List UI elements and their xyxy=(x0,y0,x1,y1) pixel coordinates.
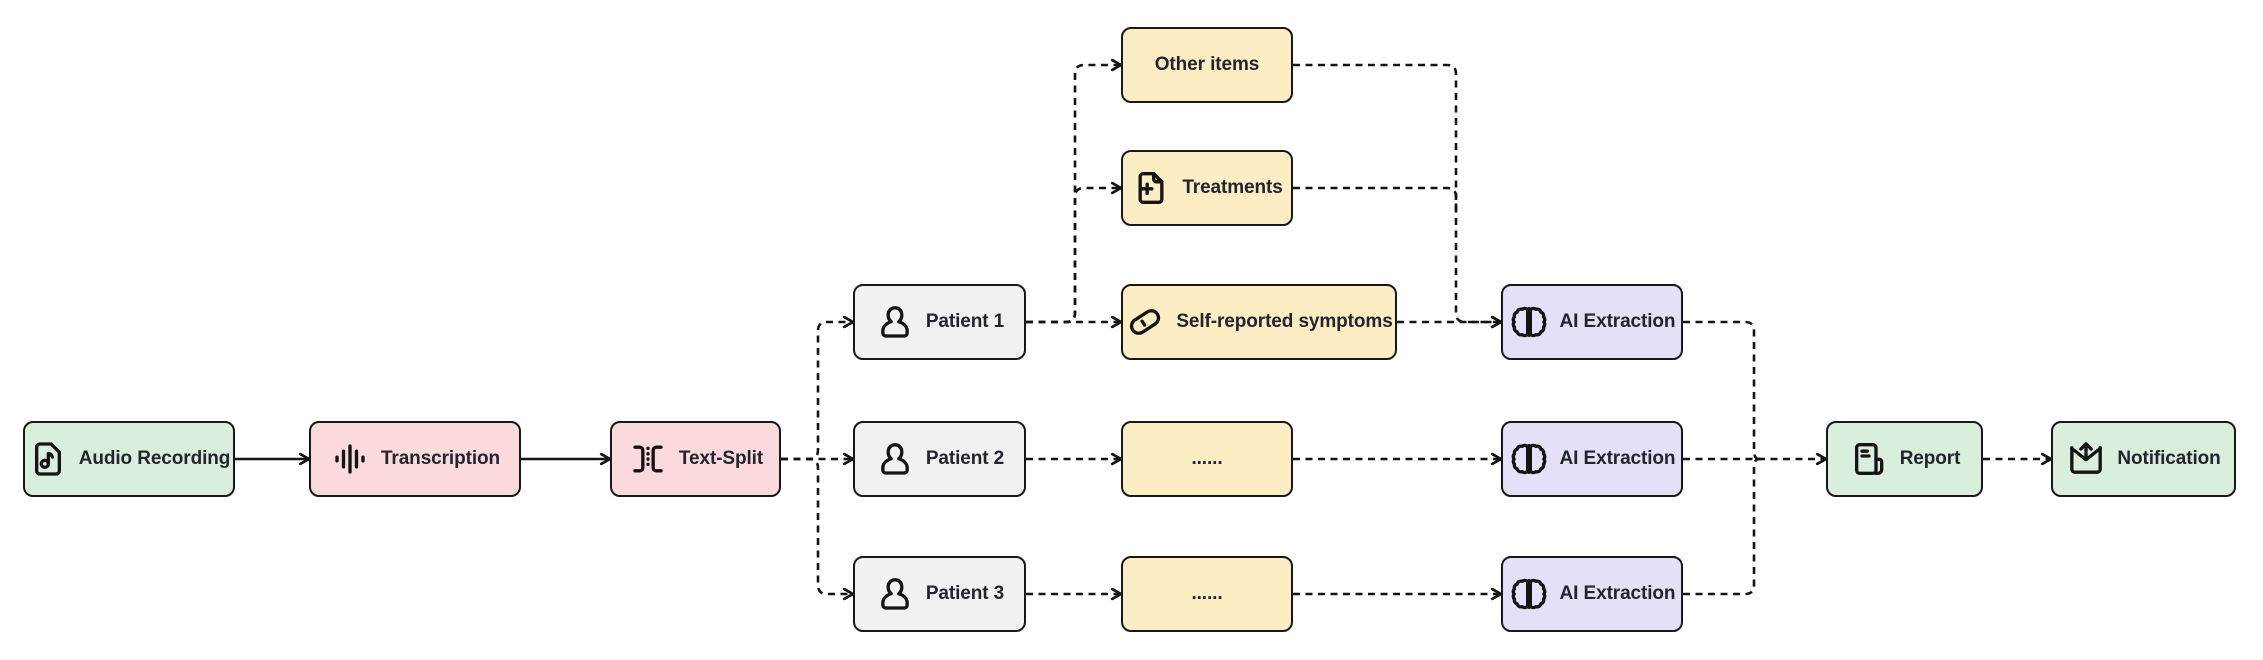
pill-icon xyxy=(1125,302,1165,342)
node-ai-extraction-1: AI Extraction xyxy=(1501,284,1683,360)
node-label: Report xyxy=(1899,448,1961,469)
report-icon xyxy=(1849,439,1889,479)
edges-group xyxy=(235,58,2053,601)
node-audio-recording: Audio Recording xyxy=(23,421,235,497)
node-text-split: Text-Split xyxy=(610,421,781,497)
node-label: Other items xyxy=(1154,54,1260,75)
waveform-icon xyxy=(330,439,370,479)
file-plus-icon xyxy=(1131,168,1171,208)
edge-patient-1-to-treatments xyxy=(1026,181,1123,324)
node-label: Patient 1 xyxy=(925,311,1005,332)
node-label: AI Extraction xyxy=(1559,448,1676,469)
node-notification: Notification xyxy=(2051,421,2236,497)
edge-patient-1-to-other-items xyxy=(1026,58,1123,324)
node-self-reported-symptoms: Self-reported symptoms xyxy=(1121,284,1397,360)
node-patient-3: Patient 3 xyxy=(853,556,1026,632)
node-label: Audio Recording xyxy=(78,448,231,469)
node-label: ...... xyxy=(1191,583,1223,604)
node-transcription: Transcription xyxy=(309,421,521,497)
node-patient-2: Patient 2 xyxy=(853,421,1026,497)
edge-ai-extraction-3-to-report xyxy=(1683,457,1764,596)
node-label: Text-Split xyxy=(678,448,764,469)
person-icon xyxy=(875,574,915,614)
node-label: AI Extraction xyxy=(1559,311,1676,332)
node-label: Treatments xyxy=(1182,177,1283,198)
edge-treatments-to-ai-extraction-1 xyxy=(1293,186,1458,212)
brain-icon xyxy=(1509,574,1549,614)
node-report: Report xyxy=(1826,421,1983,497)
node-label: Transcription xyxy=(380,448,501,469)
brain-icon xyxy=(1509,439,1549,479)
node-label: AI Extraction xyxy=(1559,583,1676,604)
node-label: Patient 2 xyxy=(925,448,1005,469)
node-label: Self-reported symptoms xyxy=(1176,311,1393,332)
node-ellipsis-row-3: ...... xyxy=(1121,556,1293,632)
node-label: Notification xyxy=(2117,448,2221,469)
edge-text-split-to-patient-3 xyxy=(781,457,855,601)
person-icon xyxy=(875,302,915,342)
node-ai-extraction-3: AI Extraction xyxy=(1501,556,1683,632)
edge-ai-extraction-1-to-report xyxy=(1683,320,1764,461)
audio-file-icon xyxy=(28,439,68,479)
node-label: Patient 3 xyxy=(925,583,1005,604)
node-treatments: Treatments xyxy=(1121,150,1293,226)
node-patient-1: Patient 1 xyxy=(853,284,1026,360)
person-icon xyxy=(875,439,915,479)
edge-text-split-to-patient-1 xyxy=(781,315,855,461)
node-other-items: Other items xyxy=(1121,27,1293,103)
split-icon xyxy=(628,439,668,479)
node-ai-extraction-2: AI Extraction xyxy=(1501,421,1683,497)
node-ellipsis-row-2: ...... xyxy=(1121,421,1293,497)
node-label: ...... xyxy=(1191,448,1223,469)
brain-icon xyxy=(1509,302,1549,342)
mail-up-icon xyxy=(2066,439,2106,479)
